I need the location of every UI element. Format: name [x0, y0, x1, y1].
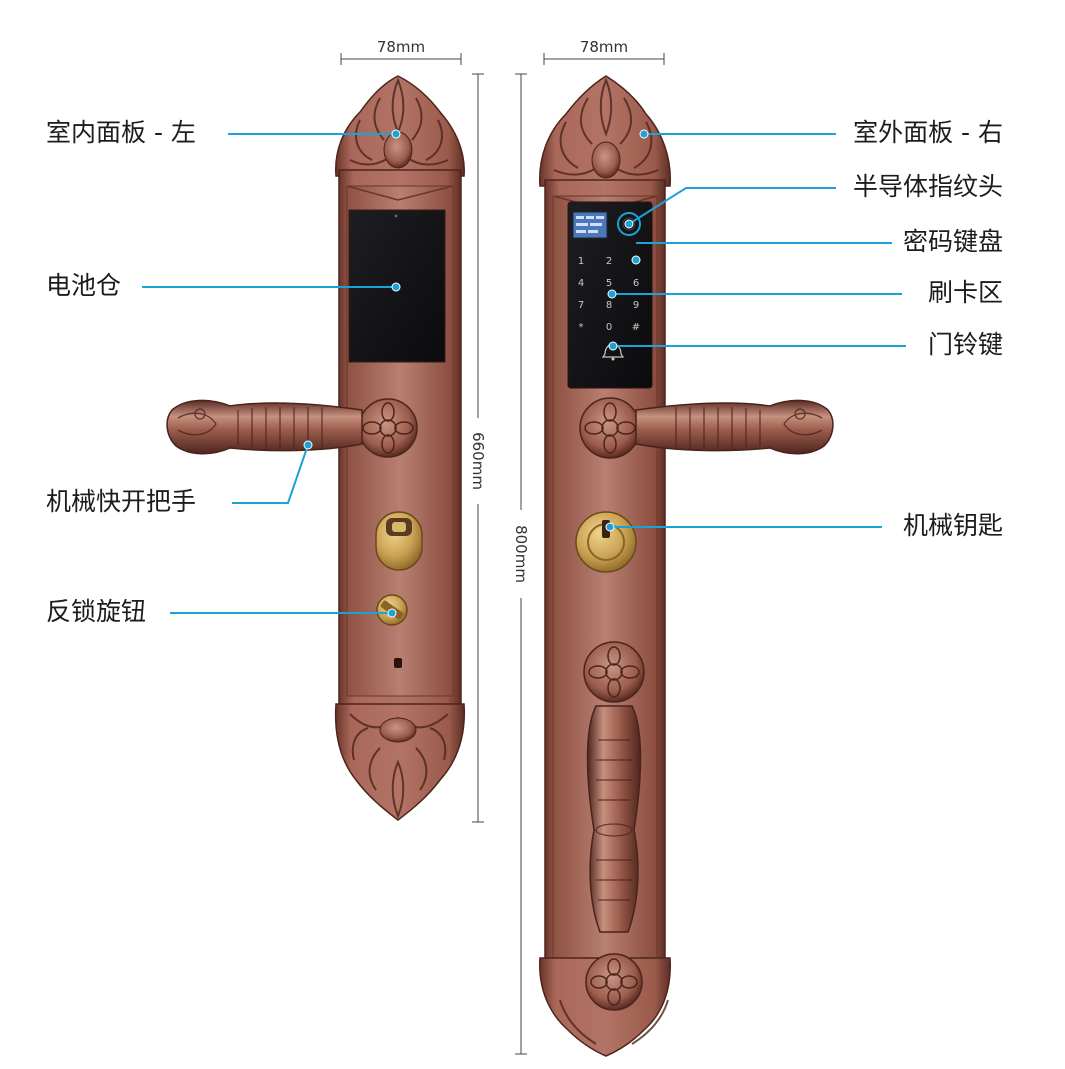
- dim-left-width: 78mm: [377, 38, 425, 56]
- label-handle: 机械快开把手: [46, 487, 197, 516]
- keypad-key[interactable]: 6: [633, 278, 639, 289]
- keypad-key[interactable]: 0: [606, 322, 612, 333]
- keypad-key[interactable]: 8: [606, 300, 612, 311]
- label-card: 刷卡区: [927, 278, 1003, 307]
- outdoor-lever-handle: [635, 399, 834, 455]
- keypad-key[interactable]: 4: [578, 278, 584, 289]
- indoor-panel: [166, 75, 466, 821]
- keypad-key[interactable]: #: [632, 322, 640, 333]
- dim-right-height: 800mm: [512, 525, 530, 583]
- grip-top-rosette: [583, 641, 645, 703]
- keypad-key[interactable]: 9: [633, 300, 639, 311]
- label-indoor-panel: 室内面板 - 左: [46, 118, 196, 147]
- keypad-key[interactable]: 7: [578, 300, 584, 311]
- label-keypad: 密码键盘: [902, 227, 1003, 256]
- dim-left-height: 660mm: [469, 432, 487, 490]
- label-outdoor-panel: 室外面板 - 右: [853, 118, 1003, 147]
- label-key: 机械钥匙: [902, 511, 1003, 540]
- label-knob: 反锁旋钮: [46, 597, 147, 626]
- indoor-rosette: [358, 398, 418, 458]
- grip-handle: [586, 705, 642, 933]
- keypad-key[interactable]: 5: [606, 278, 612, 289]
- keypad-key[interactable]: 1: [578, 256, 584, 267]
- label-battery: 电池仓: [46, 271, 122, 300]
- indoor-lever-handle: [166, 399, 363, 455]
- outdoor-panel: 123456789*0#: [539, 75, 834, 1057]
- outdoor-rosette: [579, 397, 641, 459]
- indoor-bottom-crest: [334, 703, 466, 821]
- leader-dots: [303, 129, 649, 618]
- leader-lines: [142, 133, 906, 614]
- label-doorbell: 门铃键: [927, 330, 1003, 359]
- keypad-key[interactable]: 2: [606, 256, 612, 267]
- grip-bottom-rosette: [585, 953, 643, 1011]
- keypad-key[interactable]: *: [579, 322, 584, 333]
- label-fingerprint: 半导体指纹头: [852, 172, 1003, 201]
- dim-right-width: 78mm: [580, 38, 628, 56]
